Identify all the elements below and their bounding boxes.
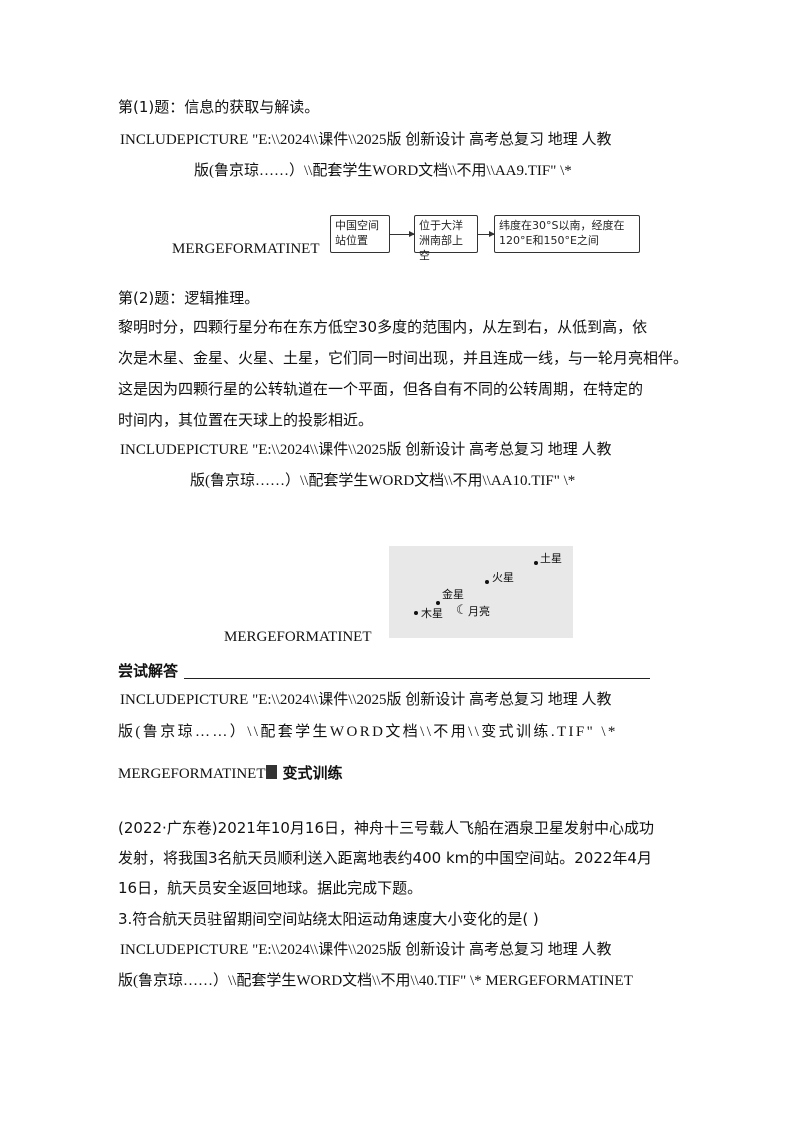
exercise-question: 3.符合航天员驻留期间空间站绕太阳运动角速度大小变化的是( ) — [118, 910, 539, 928]
jupiter-dot — [414, 611, 418, 615]
answer-label: 尝试解答 — [118, 662, 179, 680]
venus-dot — [436, 601, 440, 605]
planet-alignment-image: 土星 火星 金星 ☾ 月亮 木星 — [389, 546, 573, 638]
field-code-variant-line1: INCLUDEPICTURE "E:\\2024\\课件\\2025版 创新设计… — [120, 692, 612, 708]
flow-box-lat-lon: 纬度在30°S以南，经度在120°E和150°E之间 — [494, 215, 640, 253]
exercise-para-line: 16日，航天员安全返回地球。据此完成下题。 — [118, 879, 423, 897]
section2-title: 第(2)题：逻辑推理。 — [118, 289, 260, 307]
section2-para-line: 时间内，其位置在天球上的投影相近。 — [118, 411, 374, 429]
venus-label: 金星 — [442, 588, 464, 601]
exercise-para-line: (2022·广东卷)2021年10月16日，神舟十三号载人飞船在酒泉卫星发射中心… — [118, 819, 654, 837]
variant-heading: 变式训练 — [282, 764, 343, 782]
flow-box-oceania-south: 位于大洋洲南部上空 — [414, 215, 478, 262]
flow-box-station-position: 中国空间站位置 — [330, 215, 390, 253]
section2-para-line: 黎明时分，四颗行星分布在东方低空30多度的范围内，从左到右，从低到高，依 — [118, 318, 648, 336]
moon-label: 月亮 — [468, 605, 490, 618]
jupiter-label: 木星 — [421, 607, 443, 620]
mergeformat-variant: MERGEFORMATINET — [118, 766, 266, 782]
field-code-aa10-line1: INCLUDEPICTURE "E:\\2024\\课件\\2025版 创新设计… — [120, 442, 612, 458]
field-code-40-line2: 版(鲁京琼……）\\配套学生WORD文档\\不用\\40.TIF" \* MER… — [118, 973, 633, 989]
saturn-dot — [534, 561, 538, 565]
field-code-40-line1: INCLUDEPICTURE "E:\\2024\\课件\\2025版 创新设计… — [120, 942, 612, 958]
variant-heading-row: MERGEFORMATINET 变式训练 — [118, 763, 343, 784]
bookmark-badge-icon — [265, 765, 277, 779]
moon-icon: ☾ — [456, 603, 468, 618]
section2-para-line: 次是木星、金星、火星、土星，它们同一时间出现，并且连成一线，与一轮月亮相伴。 — [118, 349, 689, 367]
section2-para-line: 这是因为四颗行星的公转轨道在一个平面，但各自有不同的公转周期，在特定的 — [118, 380, 644, 398]
mars-dot — [485, 580, 489, 584]
mergeformat-aa10: MERGEFORMATINET — [224, 629, 372, 645]
saturn-label: 土星 — [540, 552, 562, 565]
mars-label: 火星 — [492, 571, 514, 584]
field-code-aa9-line2: 版(鲁京琼……）\\配套学生WORD文档\\不用\\AA9.TIF" \* — [194, 163, 572, 179]
mergeformat-aa9: MERGEFORMATINET — [172, 241, 320, 257]
flow-arrow-icon — [478, 231, 495, 237]
flow-arrow-icon — [390, 231, 415, 237]
exercise-para-line: 发射，将我国3名航天员顺利送入距离地表约400 km的中国空间站。2022年4月 — [118, 849, 652, 867]
answer-blank-line — [184, 678, 650, 679]
field-code-aa10-line2: 版(鲁京琼……）\\配套学生WORD文档\\不用\\AA10.TIF" \* — [190, 473, 576, 489]
field-code-aa9-line1: INCLUDEPICTURE "E:\\2024\\课件\\2025版 创新设计… — [120, 132, 612, 148]
field-code-variant-line2: 版(鲁京琼……）\\配套学生WORD文档\\不用\\变式训练.TIF" \* — [118, 724, 618, 740]
section1-title: 第(1)题：信息的获取与解读。 — [118, 98, 320, 116]
